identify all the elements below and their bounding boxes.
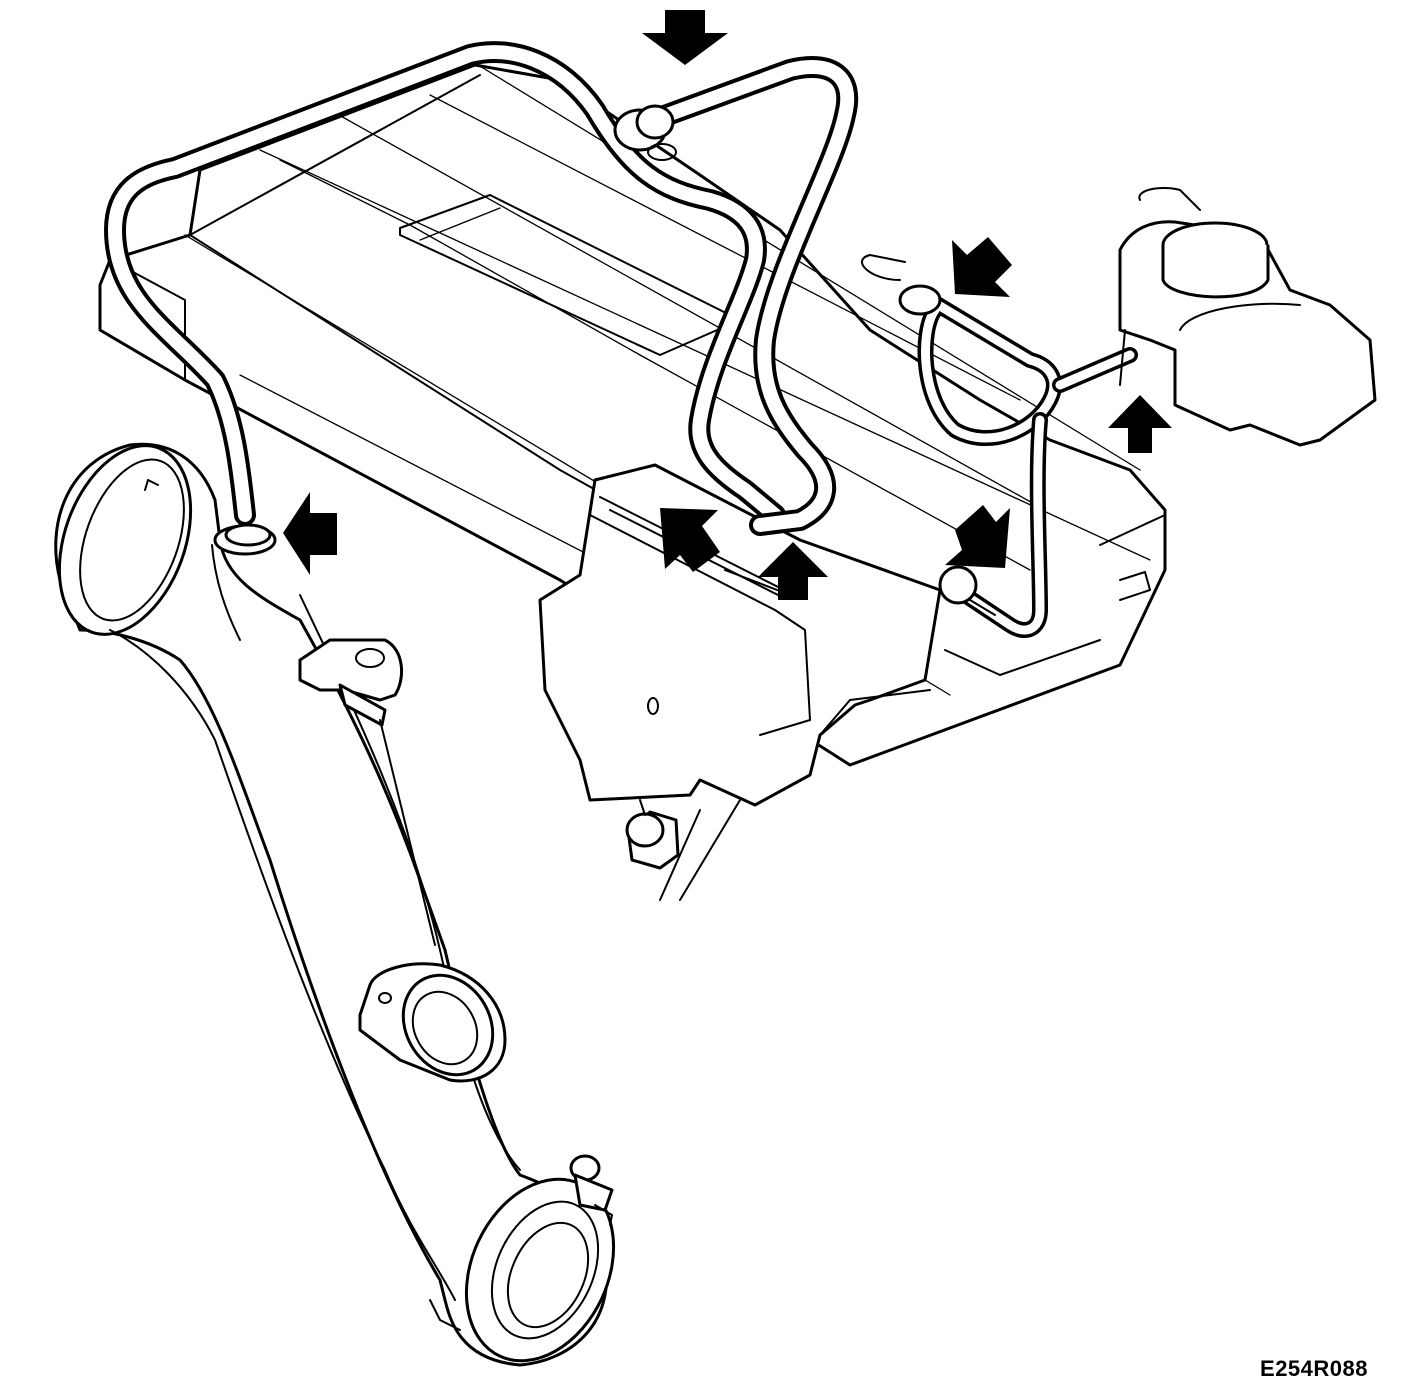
- top-loop-hose: [613, 56, 859, 536]
- right-hoses: [861, 254, 1138, 638]
- arrow-icon: [1108, 395, 1172, 453]
- arrow-icon: [945, 505, 1010, 568]
- expansion-tank: [1118, 187, 1377, 447]
- arrow-icon: [283, 492, 337, 575]
- upper-loop-hose: [104, 41, 786, 526]
- arrow-group: [283, 10, 1172, 600]
- arrow-icon: [660, 508, 720, 572]
- air-duct: [54, 442, 616, 1367]
- arrow-icon: [952, 237, 1012, 297]
- arrow-icon: [642, 10, 728, 65]
- arrow-icon: [758, 542, 828, 600]
- figure-reference-code: E254R088: [1260, 1356, 1368, 1381]
